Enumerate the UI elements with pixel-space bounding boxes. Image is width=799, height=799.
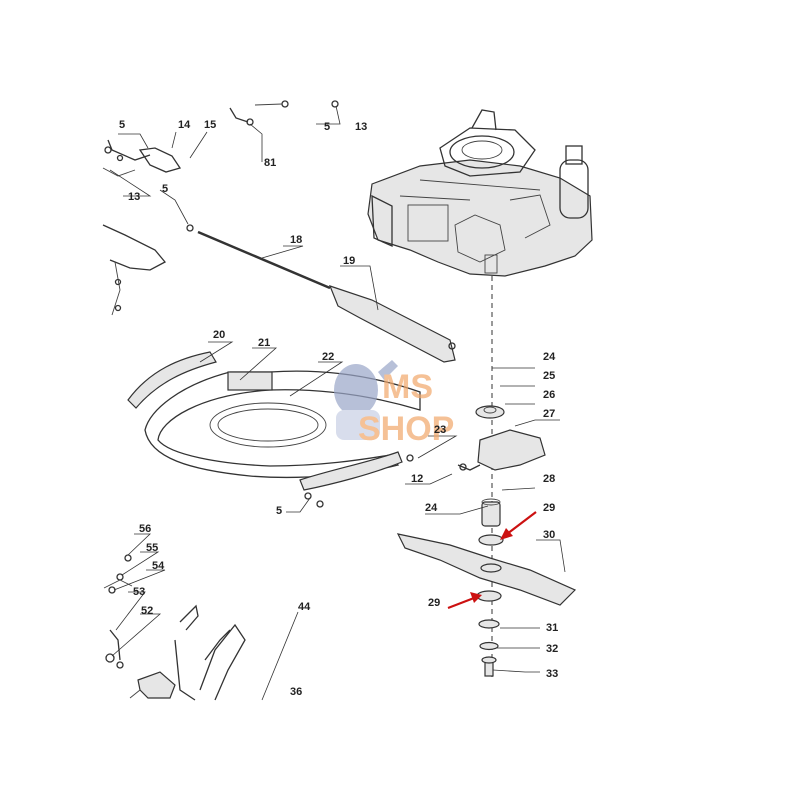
label-30: 30	[543, 529, 555, 541]
upper-linkage	[102, 100, 339, 232]
label-26: 26	[543, 389, 555, 401]
label-5d: 5	[276, 505, 282, 517]
mascot-head	[334, 364, 378, 416]
blade-assembly	[304, 405, 577, 677]
label-28: 28	[543, 473, 555, 485]
label-36: 36	[290, 686, 302, 698]
label-53: 53	[133, 586, 145, 598]
arrow-upper-head	[500, 528, 513, 540]
label-32: 32	[546, 643, 558, 655]
label-27: 27	[543, 408, 555, 420]
left-flap	[102, 224, 167, 316]
part-labels: 5 14 15 13 5 81 5 13 18 19 20 21 22 23 1…	[119, 119, 558, 698]
label-55: 55	[146, 542, 158, 554]
label-13a: 13	[128, 191, 140, 203]
wrench-icon	[378, 360, 398, 380]
label-15: 15	[204, 119, 216, 131]
watermark-logo: MS SHOP	[334, 360, 454, 448]
label-5a: 5	[119, 119, 125, 131]
label-31: 31	[546, 622, 558, 634]
engine	[367, 109, 593, 277]
label-52: 52	[141, 605, 153, 617]
label-81: 81	[264, 157, 276, 169]
arrow-upper	[506, 511, 537, 535]
label-54: 54	[152, 560, 165, 572]
label-29b: 29	[428, 597, 440, 609]
highlight-arrows	[447, 511, 537, 610]
label-12: 12	[411, 473, 423, 485]
label-25: 25	[543, 370, 555, 382]
label-13b: 13	[355, 121, 367, 133]
label-5b: 5	[162, 183, 168, 195]
label-18: 18	[290, 234, 302, 246]
watermark-line1: MS	[382, 368, 433, 406]
leader-lines	[109, 105, 566, 701]
lower-handle-parts	[103, 554, 246, 701]
cable-rod	[197, 230, 456, 363]
label-21: 21	[258, 337, 270, 349]
label-29a: 29	[543, 502, 555, 514]
label-24a: 24	[543, 351, 556, 363]
label-5c: 5	[324, 121, 330, 133]
label-19: 19	[343, 255, 355, 267]
mascot-body	[336, 410, 380, 440]
label-24b: 24	[425, 502, 438, 514]
label-33: 33	[546, 668, 558, 680]
label-56: 56	[139, 523, 151, 535]
label-22: 22	[322, 351, 334, 363]
label-23: 23	[434, 424, 446, 436]
label-14: 14	[178, 119, 191, 131]
arrow-lower-head	[470, 592, 482, 603]
arrow-lower	[447, 596, 475, 610]
label-20: 20	[213, 329, 225, 341]
rear-skirt	[127, 351, 421, 491]
watermark-line2: SHOP	[358, 410, 454, 448]
label-44: 44	[298, 601, 311, 613]
